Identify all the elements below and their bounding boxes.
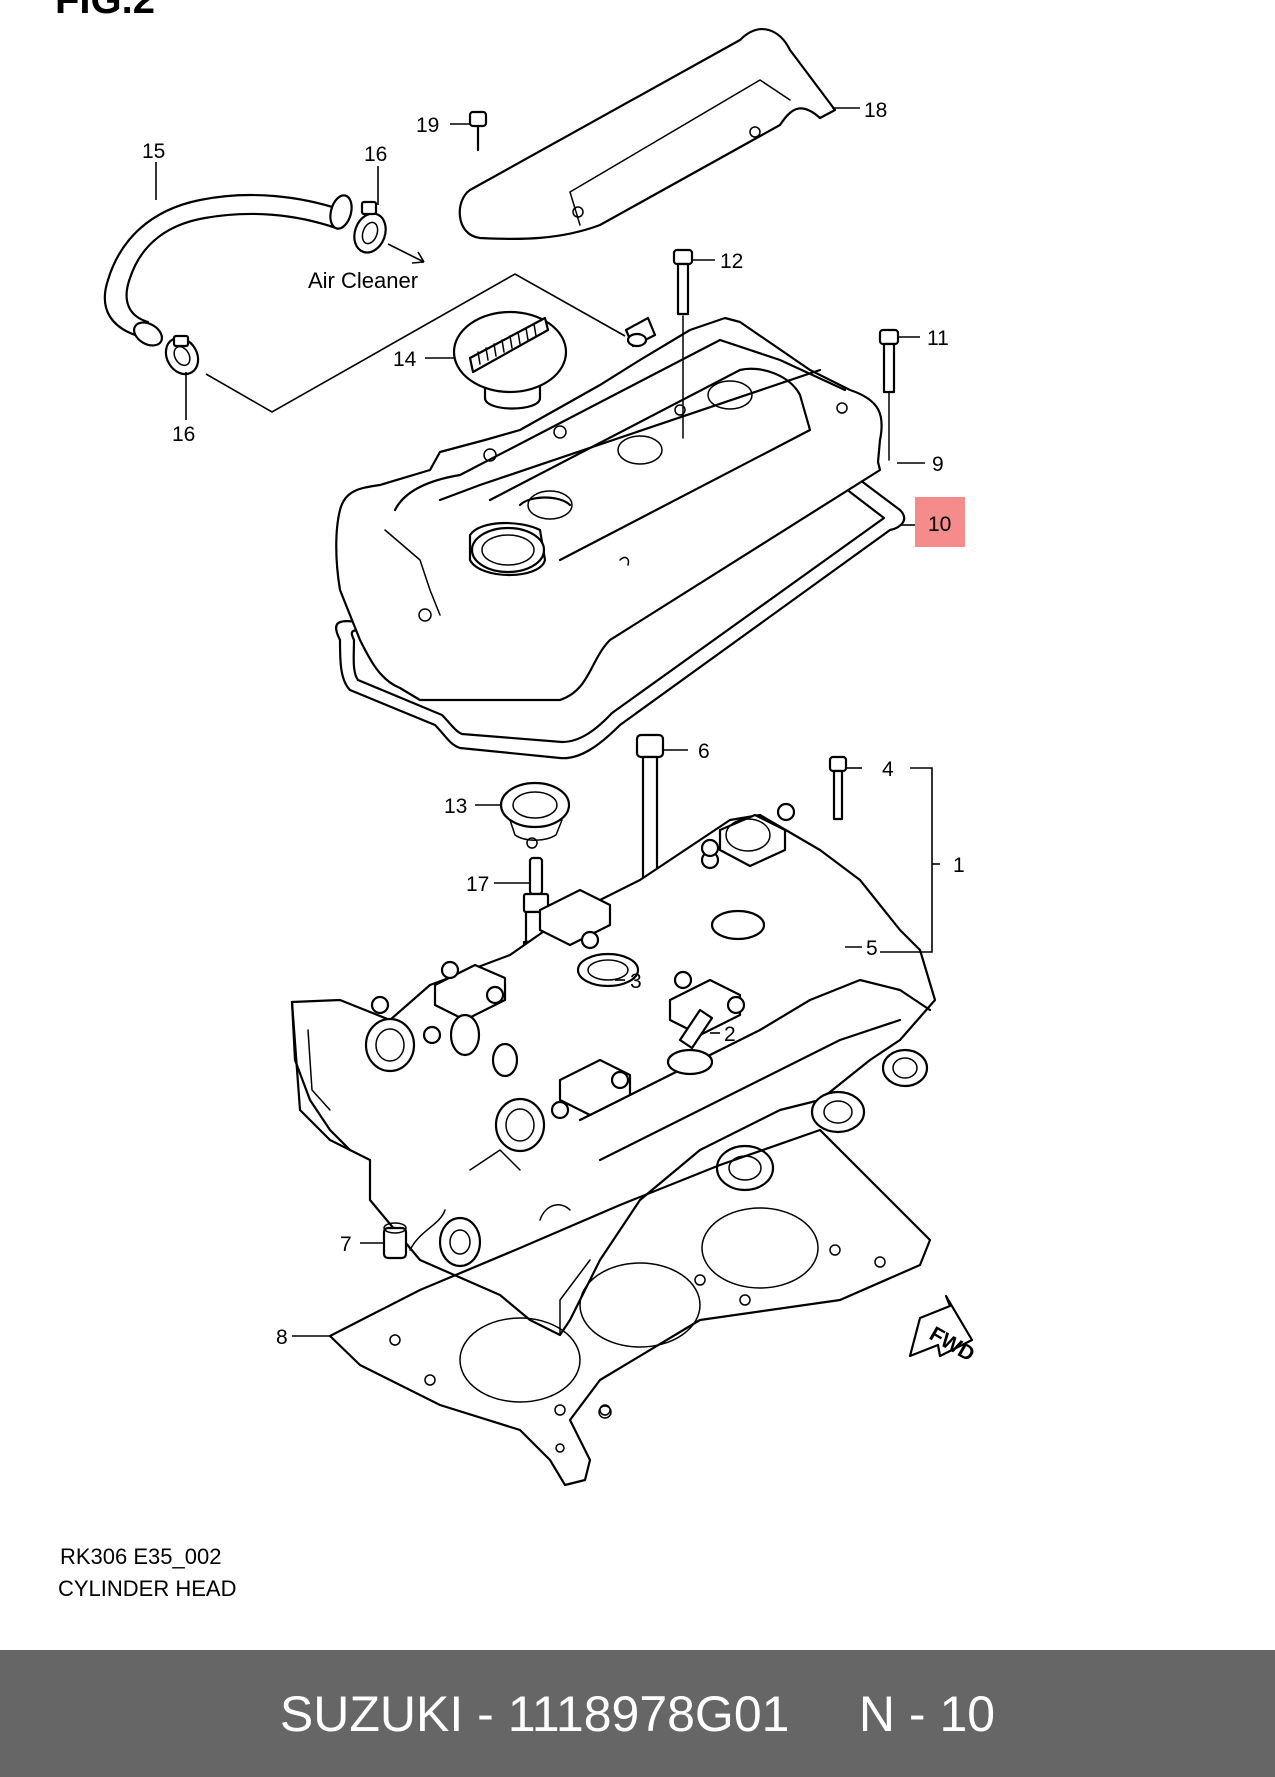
callout-labels: 15 16 16 19 18 12 11 14 9 10 13 17 6 4 1…: [142, 99, 965, 1349]
callout-8: 8: [276, 1326, 288, 1349]
callout-4: 4: [882, 758, 894, 781]
callout-13: 13: [444, 795, 467, 818]
hose-clamp-upper: [353, 200, 387, 254]
callout-11: 11: [927, 327, 949, 350]
footer-position-label: N - 10: [858, 1685, 996, 1742]
callout-15: 15: [142, 140, 165, 163]
oil-filler-cap: [452, 310, 568, 410]
leader-lines: [155, 107, 940, 1337]
air-cleaner-arrow: [387, 243, 425, 264]
figure-label: FIG.2: [55, 0, 156, 22]
callout-5: 5: [866, 937, 878, 960]
callout-3: 3: [630, 970, 642, 993]
footer-brand: SUZUKI: [279, 1685, 464, 1742]
callout-7: 7: [340, 1233, 352, 1256]
cylinder-head: [290, 802, 937, 1337]
cylinder-head-exploded-diagram: FWD 15 16 16 19 18 12 11 14 9: [103, 28, 978, 1487]
cover-bolt-11: [878, 328, 900, 394]
callout-10: 10: [928, 513, 951, 536]
callout-9: 9: [932, 453, 944, 476]
oil-cap-bracket: [205, 273, 626, 413]
footer-separator: -: [463, 1685, 508, 1742]
callout-6: 6: [698, 740, 710, 763]
callout-18: 18: [864, 99, 887, 122]
callout-19: 19: [416, 114, 439, 137]
diagram-code: RK306 E35_002: [60, 1544, 222, 1569]
callout-17: 17: [466, 873, 489, 896]
diagram-title: CYLINDER HEAD: [58, 1576, 237, 1601]
cylinder-head-cover: [335, 316, 883, 702]
breather-hose: [103, 193, 353, 347]
callout-16-upper: 16: [364, 143, 387, 166]
part-footer-bar: SUZUKI - 1118978G01 N - 10: [0, 1650, 1275, 1777]
oil-seal: [499, 781, 571, 849]
cover-bolt-12: [672, 248, 694, 316]
highlight-box: [915, 497, 965, 547]
callout-2: 2: [724, 1023, 736, 1046]
callout-1: 1: [953, 854, 965, 877]
footer-gap: [789, 1685, 858, 1743]
footer-part-number: 1118978G01: [507, 1685, 790, 1742]
cover-bolt: [468, 110, 488, 152]
air-cleaner-label: Air Cleaner: [308, 268, 418, 293]
forward-direction-arrow: FWD: [908, 1294, 978, 1366]
callout-14: 14: [393, 348, 417, 371]
callout-12: 12: [720, 250, 743, 273]
engine-cover: [458, 28, 837, 241]
callout-16-lower: 16: [172, 423, 195, 446]
cylinder-head-gasket: [328, 1128, 932, 1487]
cam-cap-bolt: [828, 755, 848, 821]
hose-clamp-lower: [164, 334, 200, 376]
sleeve: [382, 1222, 408, 1260]
